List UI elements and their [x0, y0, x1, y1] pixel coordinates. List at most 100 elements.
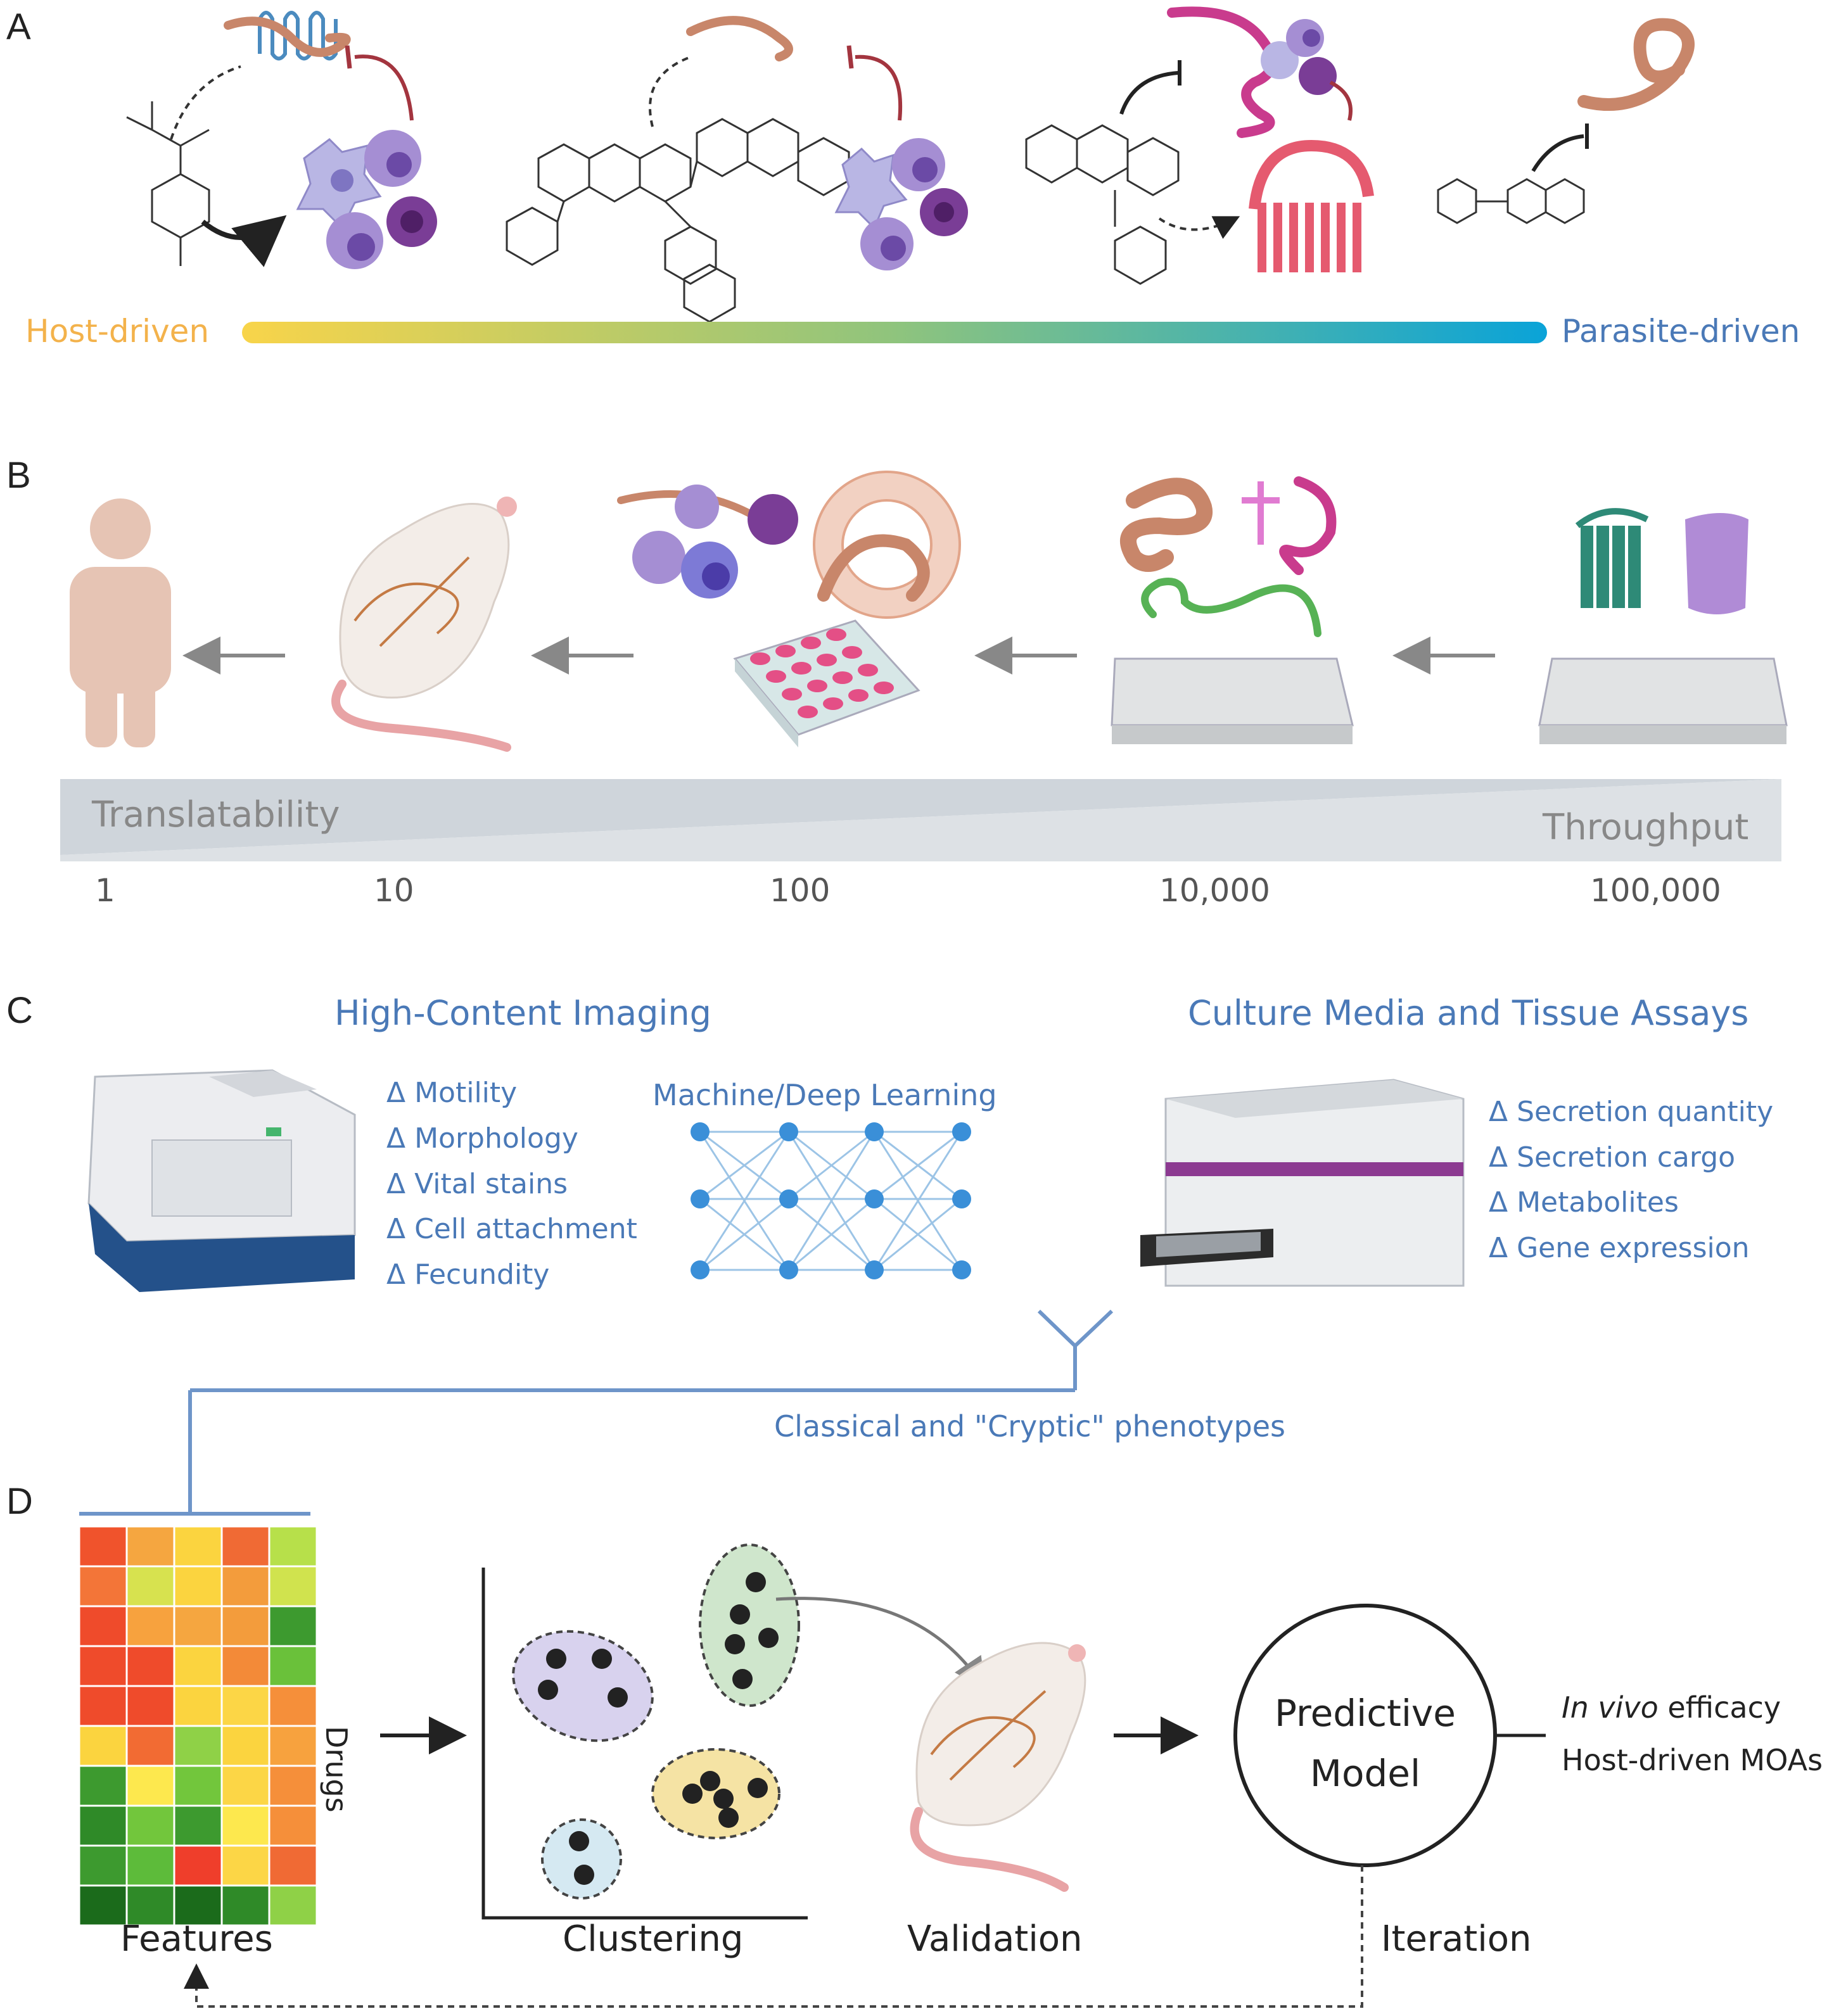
worm-icon	[686, 16, 793, 61]
heatmap-cell	[78, 1844, 128, 1887]
panel-a-letter: A	[6, 6, 31, 48]
validation-mouse-icon	[910, 1642, 1086, 1892]
heatmap-cell	[220, 1565, 271, 1607]
immune-cells-icon	[834, 138, 968, 270]
heatmap-cell	[173, 1605, 223, 1647]
network-node	[865, 1189, 884, 1208]
plate-reader-icon	[1140, 1079, 1465, 1287]
dashed-inhibit-arrow	[170, 65, 241, 140]
worm-icon	[224, 16, 351, 57]
scale-10: 10	[374, 872, 414, 909]
network-node	[952, 1189, 971, 1208]
well-plate-96-icon	[1111, 657, 1354, 744]
heatmap-cell	[78, 1645, 128, 1687]
mouse-icon	[331, 497, 517, 752]
predictive-model-circle	[1233, 1604, 1497, 1867]
heatmap-cell	[78, 1605, 128, 1647]
culture-item: Δ Secretion quantity	[1489, 1096, 1773, 1128]
heatmap-cell	[268, 1725, 318, 1767]
hci-list: Δ Motility Δ Morphology Δ Vital stains Δ…	[386, 1077, 637, 1291]
network-edge	[874, 1198, 962, 1271]
outcome-line-2: Host-driven MOAs	[1562, 1743, 1823, 1777]
molecule-3	[1025, 124, 1180, 285]
heatmap-cell	[125, 1645, 175, 1687]
immune-cells-icon	[296, 130, 437, 269]
panel-b-letter: B	[6, 455, 31, 496]
network-node	[691, 1189, 710, 1208]
parasite-driven-label: Parasite-driven	[1562, 313, 1800, 350]
network-node	[865, 1260, 884, 1279]
heatmap-cell	[268, 1844, 318, 1887]
network-edge	[787, 1131, 876, 1271]
receptor-pink-icon	[1249, 139, 1374, 272]
heatmap-cell	[268, 1645, 318, 1687]
heatmap-cell	[78, 1765, 128, 1807]
heatmap-cell	[268, 1804, 318, 1847]
molecule-1	[126, 101, 210, 266]
connector-lines	[79, 1309, 1114, 1516]
heatmap-cell	[268, 1565, 318, 1607]
heatmap-cell	[78, 1525, 128, 1568]
heatmap-cell	[125, 1725, 175, 1767]
heatmap-cell	[78, 1725, 128, 1767]
heatmap	[78, 1525, 318, 1927]
throughput-wedge	[60, 779, 1781, 861]
target-proteins-icon	[1575, 508, 1748, 614]
imaging-instrument-icon	[87, 1069, 356, 1292]
network-edge	[788, 1198, 875, 1271]
heatmap-cell	[125, 1525, 175, 1568]
heatmap-cell	[220, 1844, 271, 1887]
co-culture-icon	[617, 471, 961, 619]
heatmap-cell	[125, 1804, 175, 1847]
panel-c-letter: C	[6, 990, 33, 1031]
heatmap-cell	[78, 1685, 128, 1727]
host-parasite-gradient-bar	[242, 322, 1547, 343]
translatability-label: Translatability	[91, 794, 340, 835]
scale-100000: 100,000	[1590, 872, 1721, 909]
well-plate-24-icon	[733, 619, 920, 747]
heatmap-cell	[220, 1605, 271, 1647]
heatmap-cell	[268, 1605, 318, 1647]
hci-item: Δ Motility	[386, 1077, 517, 1109]
clustering-label: Clustering	[563, 1918, 743, 1960]
hci-item: Δ Cell attachment	[386, 1213, 637, 1245]
worm-coiled-icon	[1577, 18, 1695, 111]
human-icon	[70, 498, 171, 747]
activation-arrow	[201, 215, 287, 267]
culture-item: Δ Secretion cargo	[1489, 1141, 1735, 1174]
iteration-arrow	[184, 1865, 1363, 2008]
scale-10000: 10,000	[1159, 872, 1270, 909]
network-edge	[873, 1131, 963, 1271]
heatmap-cell	[173, 1765, 223, 1807]
heatmap-cell	[173, 1565, 223, 1607]
network-node	[691, 1122, 710, 1141]
heatmap-cell	[220, 1645, 271, 1687]
drugs-label: Drugs	[319, 1726, 353, 1813]
heatmap-cell	[125, 1565, 175, 1607]
host-driven-label: Host-driven	[25, 313, 209, 350]
network-node	[952, 1260, 971, 1279]
outcome-rest: efficacy	[1659, 1690, 1781, 1725]
red-inhibit-arrow	[354, 54, 414, 121]
outcome-italic: In vivo	[1562, 1690, 1659, 1725]
hci-item: Δ Fecundity	[386, 1258, 549, 1291]
heatmap-cell	[78, 1804, 128, 1847]
cluster-to-validation-arrow	[775, 1597, 986, 1690]
heatmap-cell	[78, 1565, 128, 1607]
heatmap-cell	[125, 1884, 175, 1927]
network-node	[865, 1122, 884, 1141]
heatmap-cell	[268, 1685, 318, 1727]
network-node	[779, 1260, 798, 1279]
hci-item: Δ Morphology	[386, 1122, 578, 1155]
heatmap-cell	[173, 1844, 223, 1887]
throughput-label: Throughput	[1542, 807, 1748, 848]
neural-network-icon	[691, 1122, 971, 1279]
heatmap-cell	[125, 1765, 175, 1807]
culture-title: Culture Media and Tissue Assays	[1188, 993, 1748, 1033]
outcome-line-1: In vivo efficacy	[1562, 1690, 1781, 1725]
model-line-2: Model	[1310, 1752, 1420, 1795]
network-edge	[788, 1131, 875, 1200]
network-node	[779, 1122, 798, 1141]
network-edge	[874, 1131, 962, 1200]
